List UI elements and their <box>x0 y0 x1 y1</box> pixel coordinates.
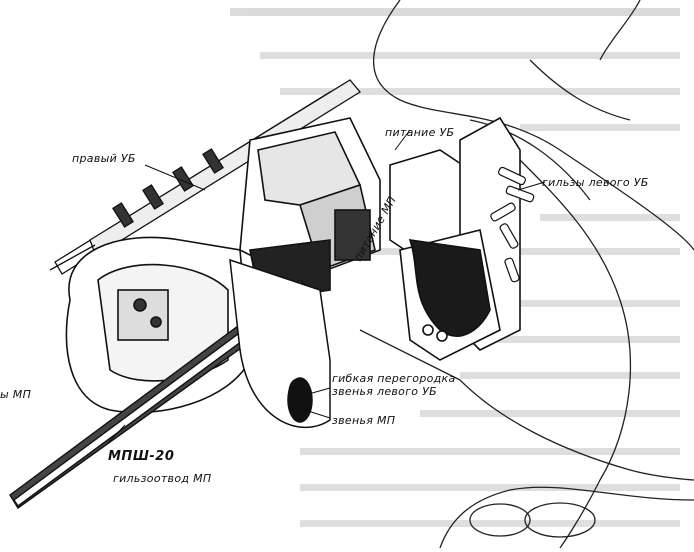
label-mpsh20: МПШ-20 <box>108 449 174 464</box>
central-receiver <box>239 117 381 301</box>
label-casing-chute-mp: гильзоотвод МП <box>113 472 211 485</box>
label-right-ub: правый УБ <box>72 152 136 165</box>
partition-frame <box>229 258 331 429</box>
label-partition-line2: звенья левого УБ <box>332 385 437 398</box>
label-partition-line1: гибкая перегородка <box>332 372 456 385</box>
fuselage-outline <box>359 0 694 549</box>
left-ub-feed-box <box>389 116 521 361</box>
leader-lines <box>107 129 546 444</box>
links-mp <box>288 379 304 411</box>
label-mp-partial: ы МП <box>0 388 31 401</box>
label-links-mp: звенья МП <box>332 414 395 427</box>
casings-left-ub <box>490 166 535 283</box>
label-feed-ub: питание УБ <box>385 126 454 139</box>
label-casings-left-ub: гильзы левого УБ <box>542 176 649 189</box>
